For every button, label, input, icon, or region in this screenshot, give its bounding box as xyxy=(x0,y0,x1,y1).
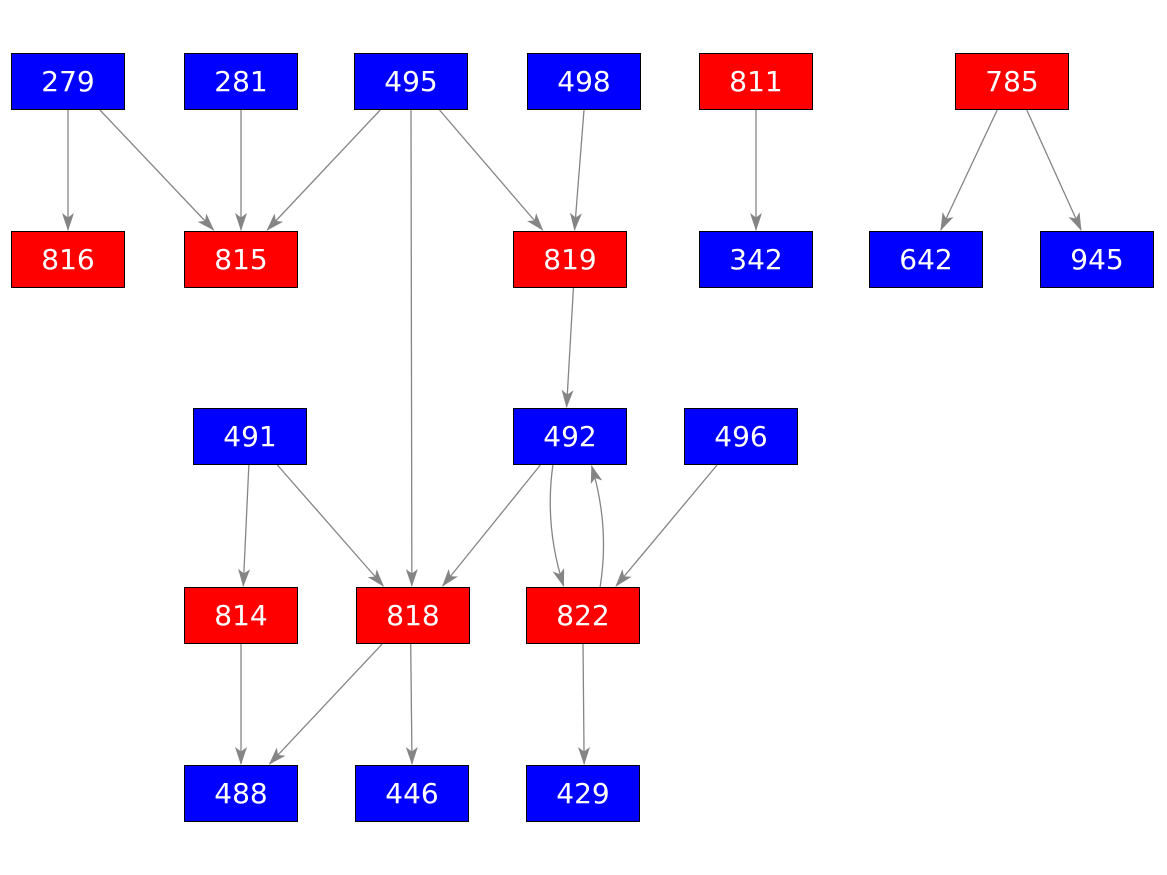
edge-822-429 xyxy=(577,643,590,765)
edge-491-814 xyxy=(238,464,251,587)
graph-node-495: 495 xyxy=(354,53,468,110)
graph-node-488: 488 xyxy=(184,765,298,822)
graph-node-491: 491 xyxy=(193,408,307,465)
edge-819-492 xyxy=(561,287,575,408)
edge-785-945 xyxy=(1026,109,1082,231)
graph-node-822: 822 xyxy=(526,587,640,644)
graph-node-492: 492 xyxy=(513,408,627,465)
graph-node-815: 815 xyxy=(184,231,298,288)
graph-node-945: 945 xyxy=(1040,231,1154,288)
graph-node-818: 818 xyxy=(356,587,470,644)
graph-node-811: 811 xyxy=(699,53,813,110)
edge-495-818 xyxy=(405,109,418,587)
edge-498-819 xyxy=(569,109,585,231)
edge-495-819 xyxy=(439,109,544,231)
edge-785-642 xyxy=(940,109,998,231)
graph-node-819: 819 xyxy=(513,231,627,288)
graph-node-816: 816 xyxy=(11,231,125,288)
graph-node-814: 814 xyxy=(184,587,298,644)
edge-492-822 xyxy=(549,464,565,587)
edge-495-815 xyxy=(266,109,381,231)
graph-node-496: 496 xyxy=(684,408,798,465)
graph-node-446: 446 xyxy=(355,765,469,822)
edge-492-818 xyxy=(442,464,541,587)
graph-node-429: 429 xyxy=(526,765,640,822)
graph-node-785: 785 xyxy=(955,53,1069,110)
graph-node-281: 281 xyxy=(184,53,298,110)
edge-818-446 xyxy=(405,643,418,765)
graph-node-498: 498 xyxy=(527,53,641,110)
edge-822-492 xyxy=(590,465,605,588)
edge-496-822 xyxy=(615,464,718,587)
graph-node-642: 642 xyxy=(869,231,983,288)
edge-491-818 xyxy=(276,464,385,587)
edge-818-488 xyxy=(268,643,383,765)
edge-279-815 xyxy=(99,109,215,231)
graph-node-279: 279 xyxy=(11,53,125,110)
graph-node-342: 342 xyxy=(699,231,813,288)
